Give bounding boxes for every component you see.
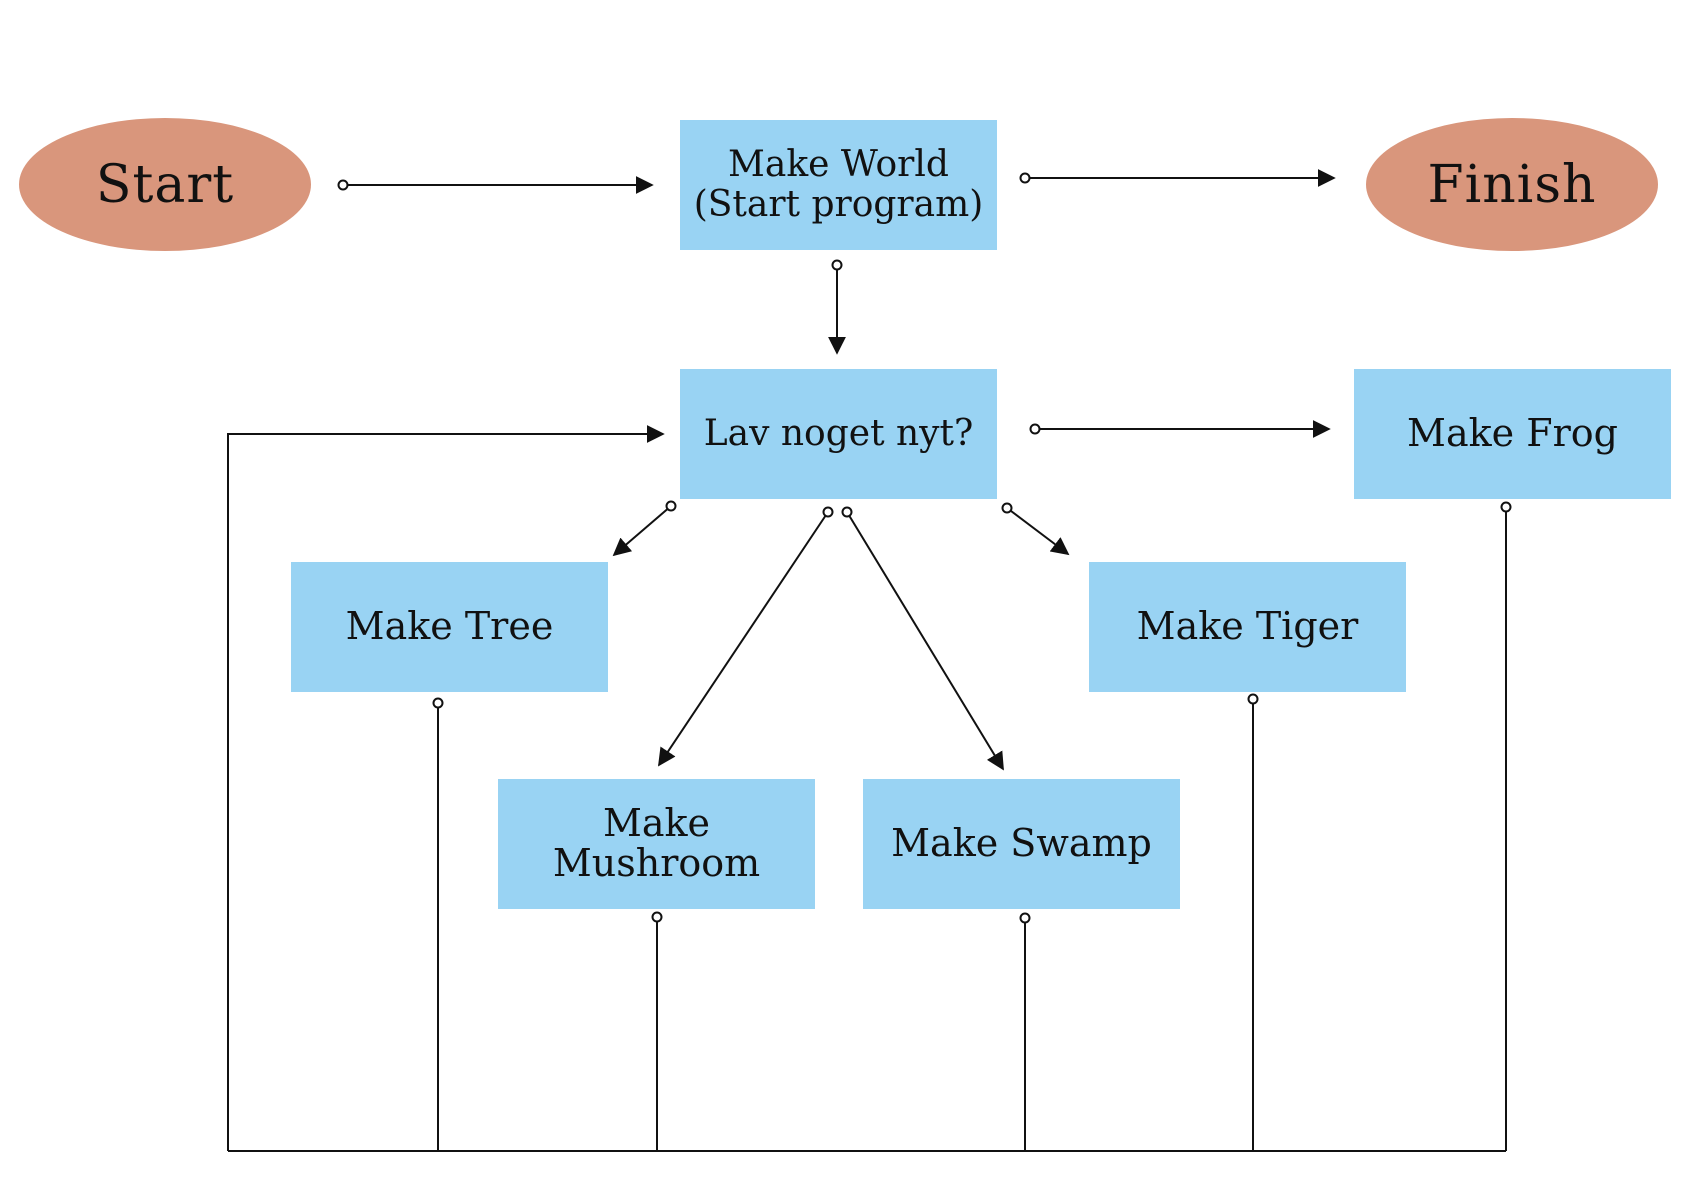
make-mushroom-label-line2: Mushroom [552,841,761,885]
edge-make-world-to-decision [828,259,846,355]
edge-start-to-make-world [337,176,654,194]
finish-terminal: Finish [1366,118,1658,251]
decision-box: Lav noget nyt? [680,369,997,499]
make-world-box: Make World (Start program) [680,120,997,250]
make-mushroom-box: Make Mushroom [498,779,815,909]
edge-decision-to-make-tiger [1001,502,1070,556]
edge-decision-to-make-tree [612,500,677,557]
make-tree-label: Make Tree [345,604,554,649]
edge-make-mushroom-return [651,911,663,1151]
decision-label: Lav noget nyt? [703,413,974,455]
start-label: Start [95,154,235,215]
make-frog-box: Make Frog [1354,369,1671,499]
make-tiger-label: Make Tiger [1136,604,1359,649]
edge-decision-to-make-mushroom [658,506,834,767]
edge-decision-to-make-swamp [841,506,1004,771]
edge-make-tree-return [432,697,444,1151]
make-world-label-line1: Make World [728,144,949,186]
start-terminal: Start [19,118,311,251]
make-tiger-box: Make Tiger [1089,562,1406,692]
make-frog-label: Make Frog [1407,411,1618,456]
make-mushroom-label-line1: Make [602,801,711,846]
edge-make-world-to-finish [1019,169,1336,187]
make-swamp-box: Make Swamp [863,779,1180,909]
edge-make-tiger-return [1247,693,1259,1151]
edge-decision-to-make-frog [1029,420,1331,438]
edge-return-loop [227,425,1506,1152]
make-swamp-label: Make Swamp [891,821,1152,866]
make-tree-box: Make Tree [291,562,608,692]
make-world-label-line2: (Start program) [693,184,984,225]
finish-label: Finish [1427,154,1597,215]
edge-make-swamp-return [1019,912,1031,1151]
edge-make-frog-return [1500,501,1512,1151]
